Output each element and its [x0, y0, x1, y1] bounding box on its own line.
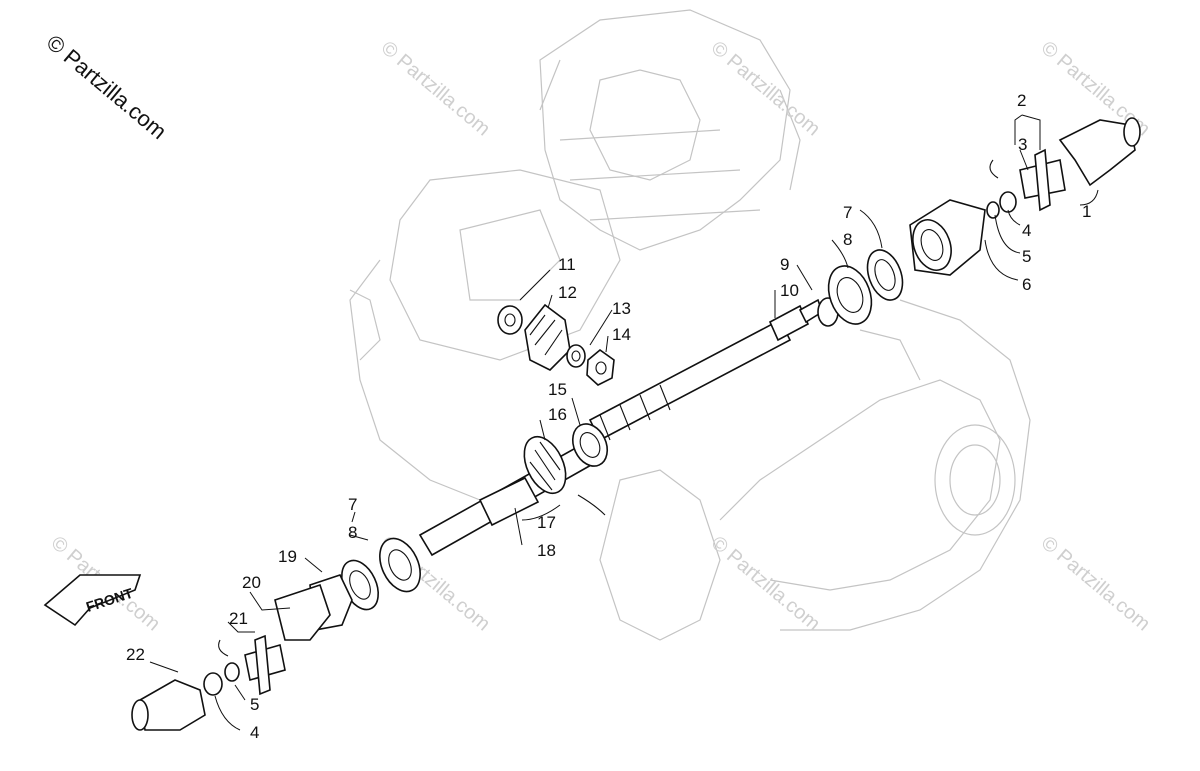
- pinion-gear-bearing: [523, 423, 609, 516]
- callout-20: 20: [242, 573, 261, 592]
- callout-21: 21: [229, 609, 248, 628]
- callout-10: 10: [780, 281, 799, 300]
- callout-6: 6: [1022, 275, 1031, 294]
- callout-8: 8: [843, 230, 852, 249]
- callout-5: 5: [1022, 247, 1031, 266]
- callout-22: 22: [126, 645, 145, 664]
- watermark: © Partzilla.com: [377, 37, 494, 140]
- leader-lines: [149, 114, 1099, 731]
- callout-4: 4: [1022, 221, 1031, 240]
- callout-3: 3: [1018, 135, 1027, 154]
- callout-15: 15: [548, 380, 567, 399]
- callout-11: 11: [558, 255, 576, 274]
- front-direction-arrow: FRONT: [43, 574, 142, 627]
- callout-5-lower: 5: [250, 695, 259, 714]
- callout-7-lower: 7: [348, 495, 357, 514]
- right-universal-joint: [909, 117, 1141, 276]
- callout-2: 2: [1017, 91, 1026, 110]
- callout-13: 13: [612, 299, 631, 318]
- callout-18: 18: [537, 541, 556, 560]
- watermark: © Partzilla.com: [707, 532, 824, 635]
- callout-labels: 1 2 3 4 5 6 7 8 9 10 11 12 13 14 15 16 1…: [126, 91, 1091, 742]
- callout-8-lower: 8: [348, 523, 357, 542]
- watermark: © Partzilla.com: [1037, 532, 1154, 635]
- copyright-text: © Partzilla.com: [42, 30, 172, 144]
- callout-1: 1: [1082, 202, 1091, 221]
- callout-7: 7: [843, 203, 852, 222]
- callout-12: 12: [558, 283, 577, 302]
- engine-ghost-outline: [349, 9, 1031, 641]
- callout-9: 9: [780, 255, 789, 274]
- callout-14: 14: [612, 325, 631, 344]
- watermark: © Partzilla.com: [707, 37, 824, 140]
- right-bearing-set: [817, 249, 904, 327]
- bevel-gear-assembly: [497, 303, 615, 386]
- callout-17: 17: [537, 513, 556, 532]
- left-universal-joint: [131, 583, 331, 731]
- callout-16: 16: [548, 405, 567, 424]
- callout-19: 19: [278, 547, 297, 566]
- callout-4-lower: 4: [250, 723, 259, 742]
